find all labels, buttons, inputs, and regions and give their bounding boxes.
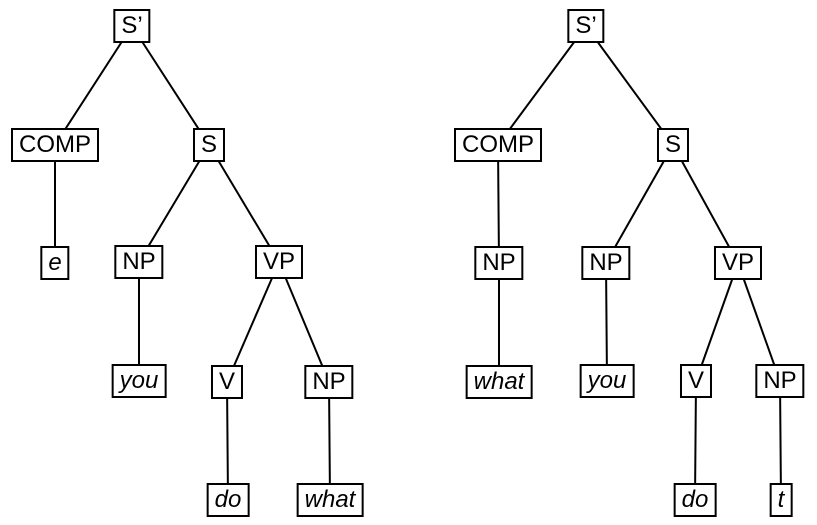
- tree-edge-left-tree-s-np1: [138, 144, 210, 263]
- tree-edge-right-tree-s-vp: [672, 144, 739, 264]
- tree-edge-right-tree-vp-v: [695, 262, 739, 382]
- tree-node-right-tree-sbar: S’: [567, 9, 605, 43]
- tree-node-right-tree-you: you: [579, 364, 635, 398]
- tree-node-right-tree-do: do: [673, 483, 717, 517]
- tree-edge-left-tree-v-do: [226, 381, 229, 501]
- tree-node-left-tree-sbar: S’: [113, 9, 151, 43]
- tree-edge-right-tree-comp-np0: [497, 144, 500, 264]
- tree-edge-left-tree-np2-what: [328, 381, 331, 501]
- tree-node-right-tree-what: what: [465, 365, 533, 399]
- tree-node-left-tree-np1: NP: [114, 245, 164, 279]
- tree-node-right-tree-np1: NP: [581, 246, 631, 280]
- tree-node-left-tree-vp: VP: [254, 245, 304, 279]
- tree-node-left-tree-do: do: [206, 483, 250, 517]
- tree-edge-left-tree-sbar-comp: [54, 25, 133, 146]
- tree-edge-left-tree-vp-np2: [278, 261, 330, 383]
- tree-node-right-tree-np2: NP: [755, 364, 805, 398]
- tree-edge-left-tree-sbar-s: [131, 25, 210, 146]
- tree-edge-left-tree-vp-v: [226, 261, 280, 383]
- tree-node-right-tree-vp: VP: [713, 246, 763, 280]
- tree-edge-right-tree-v-do: [694, 380, 697, 501]
- tree-edge-right-tree-vp-np2: [737, 262, 781, 382]
- tree-node-right-tree-np0: NP: [474, 246, 524, 280]
- tree-node-right-tree-comp: COMP: [454, 128, 542, 162]
- tree-node-right-tree-t: t: [769, 483, 793, 517]
- tree-node-left-tree-comp: COMP: [11, 128, 99, 162]
- tree-edge-right-tree-s-np1: [605, 144, 674, 264]
- tree-edge-right-tree-sbar-s: [585, 25, 674, 146]
- tree-node-left-tree-e: e: [40, 246, 70, 280]
- tree-edge-right-tree-np1-you: [605, 262, 608, 382]
- tree-node-left-tree-np2: NP: [304, 365, 354, 399]
- tree-node-left-tree-v: V: [210, 365, 244, 399]
- tree-edge-right-tree-np2-t: [779, 380, 782, 501]
- tree-edge-right-tree-sbar-comp: [497, 25, 587, 146]
- tree-node-left-tree-what: what: [296, 483, 364, 517]
- tree-node-left-tree-s: S: [192, 128, 226, 162]
- tree-node-left-tree-you: you: [111, 364, 167, 398]
- tree-edge-left-tree-s-vp: [208, 144, 280, 263]
- tree-node-right-tree-s: S: [656, 128, 690, 162]
- tree-node-right-tree-v: V: [679, 364, 713, 398]
